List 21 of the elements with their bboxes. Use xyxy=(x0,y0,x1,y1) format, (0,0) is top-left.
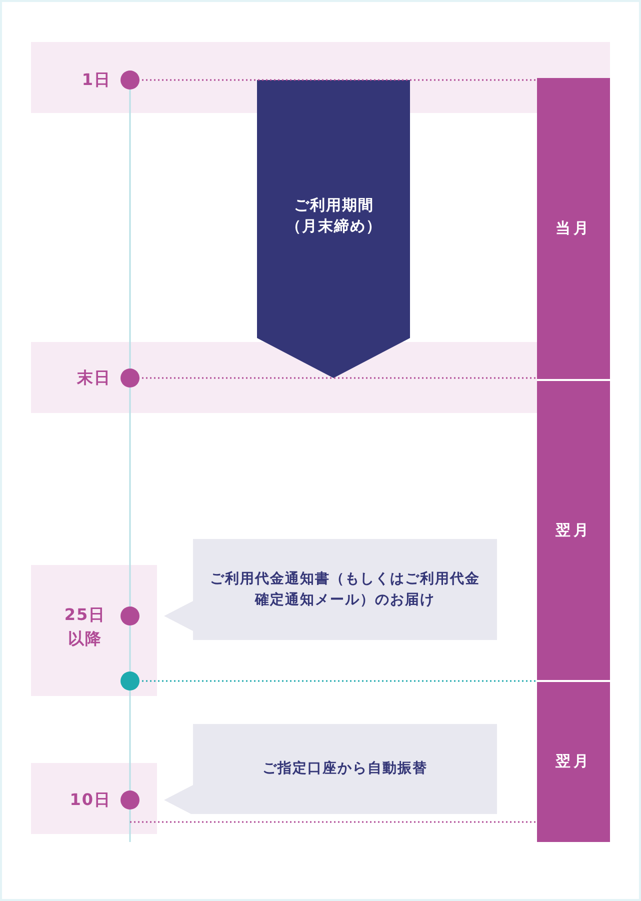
callout-text: ご指定口座から自動振替 xyxy=(262,759,428,778)
month-label: 翌月 xyxy=(556,752,592,771)
date-label: 末日 xyxy=(77,367,111,389)
month-bar xyxy=(537,682,610,842)
month-bar xyxy=(537,381,610,680)
period-arrow xyxy=(257,80,410,378)
date-band xyxy=(31,763,157,834)
callout-text: ご利用代金通知書（もしくはご利用代金確定通知メール）のお届け xyxy=(209,570,481,610)
month-bar xyxy=(537,78,610,379)
date-label: 10日 xyxy=(70,789,111,811)
dotted-line xyxy=(120,70,537,90)
dotted-line xyxy=(130,821,537,823)
dotted-line xyxy=(120,368,537,388)
date-label: 1日 xyxy=(82,69,111,91)
month-label: 当月 xyxy=(556,219,592,238)
date-band xyxy=(31,342,537,413)
date-label: 25日以降 xyxy=(63,604,107,650)
dotted-line xyxy=(120,672,537,690)
date-band xyxy=(31,565,157,696)
month-label: 翌月 xyxy=(556,521,592,540)
period-label: ご利用期間（月末締め） xyxy=(285,195,383,237)
